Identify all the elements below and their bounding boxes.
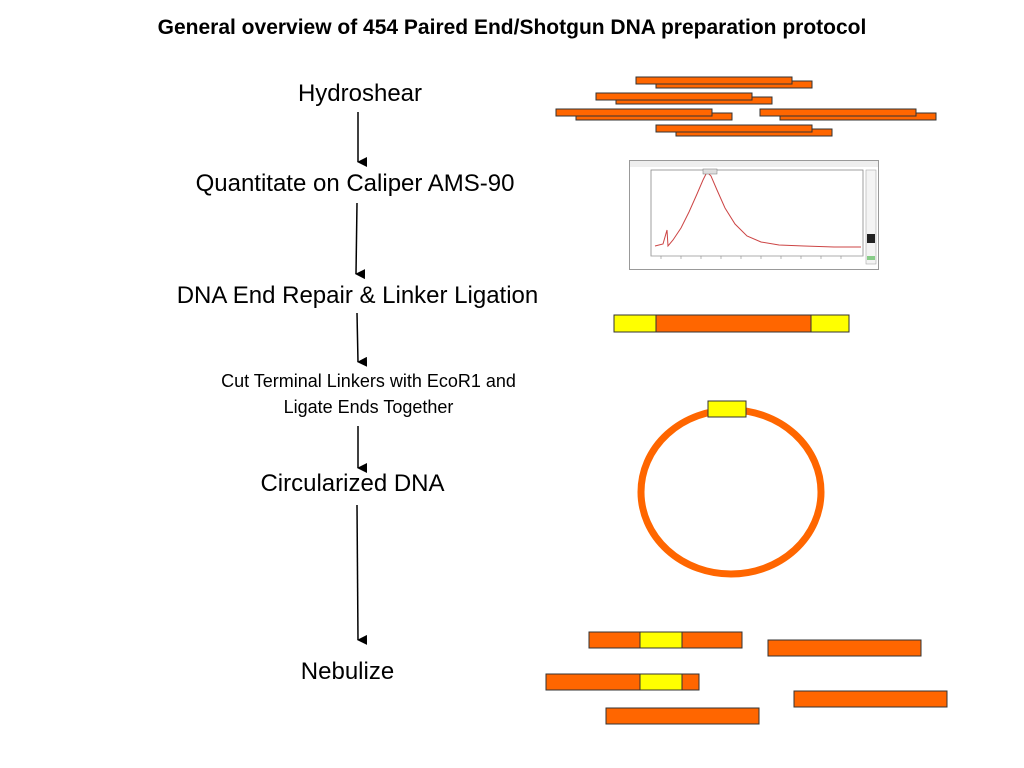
step-cut-line-2: Ligate Ends Together — [283, 397, 454, 417]
flow-arrow-2 — [355, 202, 366, 280]
linker-left — [613, 314, 657, 333]
circle-linker — [707, 400, 747, 418]
dna-circle — [637, 406, 825, 578]
tick-marks — [660, 256, 842, 259]
fragment — [555, 108, 713, 117]
gel-lane — [865, 169, 877, 265]
fragment — [767, 639, 922, 657]
circular-dna — [637, 400, 825, 578]
fragment-body — [655, 314, 812, 333]
step-quantitate: Quantitate on Caliper AMS-90 — [195, 170, 515, 197]
caliper-trace-thumbnail — [629, 160, 879, 270]
fragment — [759, 108, 917, 117]
step-end-repair: DNA End Repair & Linker Ligation — [176, 282, 539, 309]
ligated-fragment — [613, 314, 850, 333]
step-cut-ligate: Cut Terminal Linkers with EcoR1 and Liga… — [150, 368, 587, 420]
gel-band — [867, 234, 875, 243]
fragment — [595, 92, 753, 101]
step-cut-line-1: Cut Terminal Linkers with EcoR1 and — [221, 371, 516, 391]
fragment — [655, 124, 813, 133]
step-circularized: Circularized DNA — [260, 470, 445, 497]
flow-arrow-5 — [356, 504, 368, 645]
peak-label — [702, 168, 718, 175]
flow-arrow-3 — [356, 312, 368, 367]
page-title: General overview of 454 Paired End/Shotg… — [157, 16, 867, 39]
linker-right — [810, 314, 850, 333]
plot-area — [650, 169, 864, 257]
sheared-fragments — [555, 76, 937, 137]
fragment — [793, 690, 948, 708]
step-hydroshear: Hydroshear — [297, 80, 423, 107]
step-nebulize: Nebulize — [300, 658, 395, 685]
fragment — [635, 76, 793, 85]
fragment — [605, 707, 760, 725]
linker — [639, 631, 683, 649]
linker — [639, 673, 683, 691]
nebulized-fragments — [545, 631, 948, 725]
